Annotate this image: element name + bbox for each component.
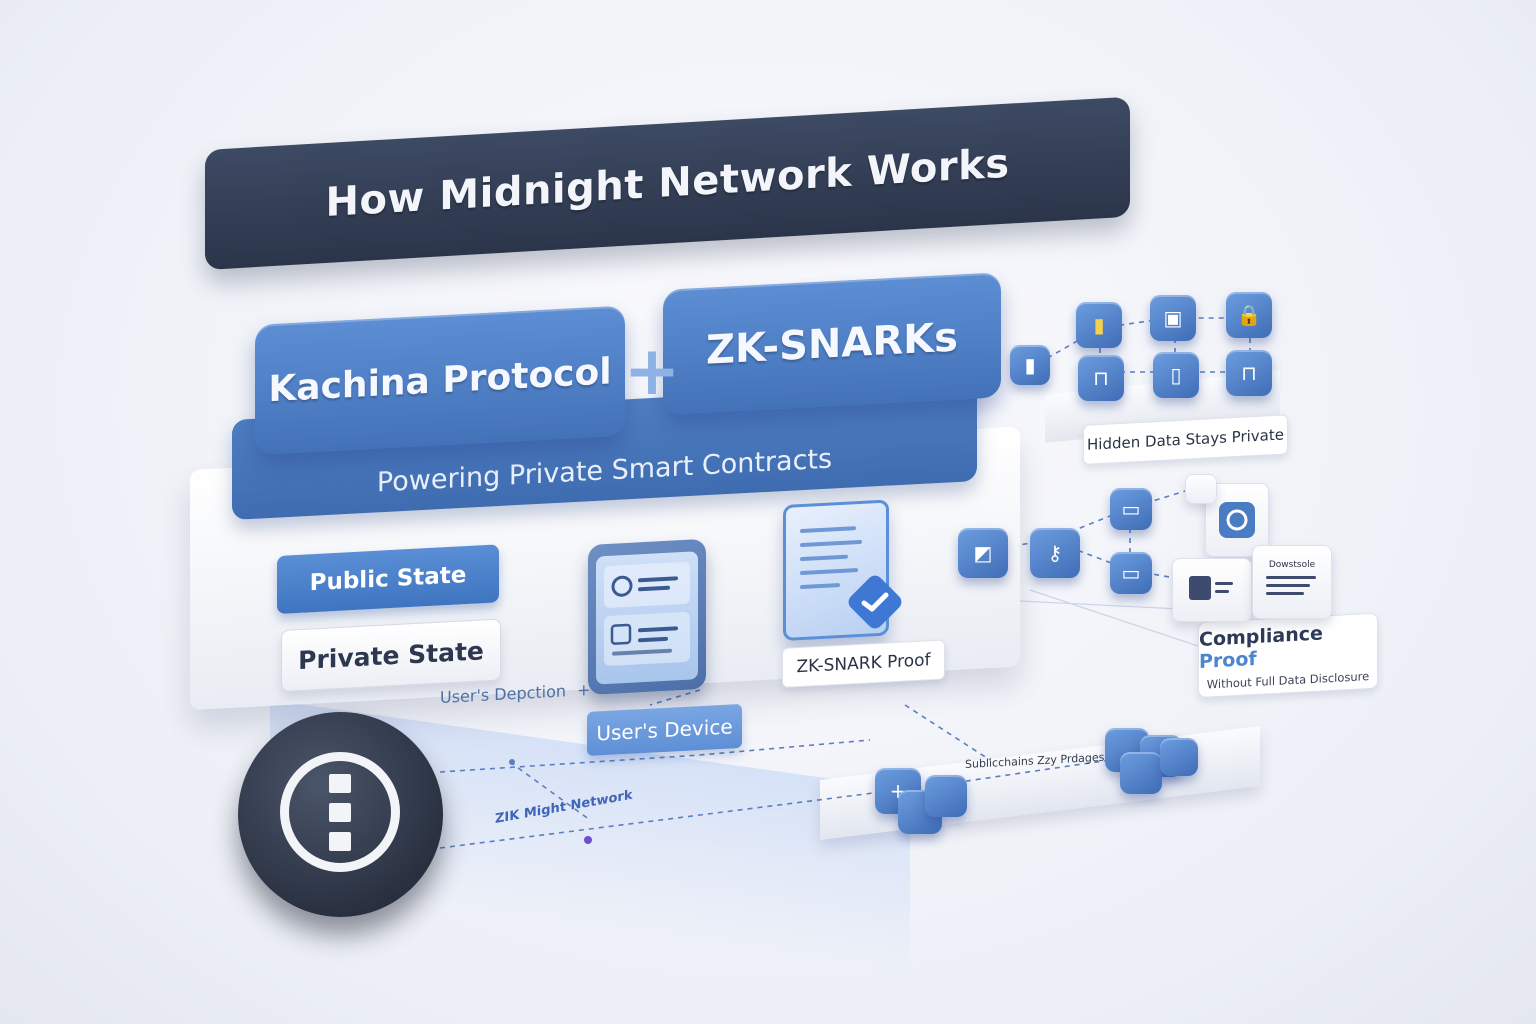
- box-icon: ▣: [1164, 308, 1183, 328]
- cube-box-icon: ▣: [1150, 295, 1196, 341]
- badge-dot-bottom: [329, 832, 351, 851]
- chain-cube-f-icon: [1120, 752, 1162, 794]
- cube-small-2-icon: ▭: [1110, 552, 1152, 594]
- folder-icon: ◩: [974, 543, 993, 563]
- depection-plus-icon: +: [577, 680, 590, 700]
- stacked-squares-logo-icon: [238, 712, 443, 917]
- cube-key-2-icon: ⚷: [1030, 528, 1080, 578]
- compliance-proof-card: Compliance Proof Without Full Data Discl…: [1198, 613, 1378, 698]
- cube-small-icon: ▭: [1110, 488, 1152, 530]
- page-title: How Midnight Network Works: [325, 141, 1009, 226]
- kachina-protocol-block: Kachina Protocol: [255, 306, 625, 455]
- zk-snark-proof-label: ZK-SNARK Proof: [782, 639, 945, 688]
- tile-text: Dowstsole: [1269, 560, 1315, 570]
- chain-cube-g-icon: [1160, 738, 1198, 776]
- lock-2-icon: ⊓: [1093, 368, 1109, 388]
- junction-dot: [509, 759, 515, 765]
- cube-lock-icon: 🔒: [1226, 292, 1272, 338]
- powering-label: Powering Private Smart Contracts: [377, 444, 832, 499]
- lock-4-icon: ⊓: [1241, 363, 1257, 383]
- kachina-label: Kachina Protocol: [268, 351, 611, 410]
- private-state-pill: Private State: [281, 618, 501, 692]
- zk-snarks-block: ZK-SNARKs: [663, 272, 1001, 415]
- key-icon: ▮: [1024, 355, 1035, 375]
- zk-snarks-label: ZK-SNARKs: [706, 314, 958, 373]
- key-2-icon: ⚷: [1048, 543, 1063, 563]
- lock-icon: 🔒: [1237, 305, 1262, 325]
- plus-icon: +: [622, 342, 682, 402]
- phone-ui-icon: [596, 551, 698, 684]
- circle-badge-icon: [1217, 500, 1257, 540]
- users-device-label: User's Device: [587, 704, 742, 756]
- chain-cube-c-icon: [925, 775, 967, 817]
- compliance-title-a: Compliance: [1199, 622, 1323, 650]
- yellow-card-icon: ▮: [1093, 315, 1104, 335]
- list-lines-icon: [1262, 570, 1322, 604]
- badge-dot-top: [329, 774, 351, 793]
- tile-small-icon: [1185, 474, 1217, 504]
- phone-screen: [596, 551, 698, 684]
- id-card-icon: [1187, 570, 1237, 610]
- tile-list-icon: Dowstsole: [1252, 545, 1332, 619]
- compliance-title: Compliance Proof: [1199, 619, 1377, 672]
- cube-folder-icon: ◩: [958, 528, 1008, 578]
- compliance-title-b: Proof: [1199, 647, 1257, 672]
- badge-dot-middle: [329, 803, 351, 822]
- cube-lock-2-icon: ⊓: [1078, 355, 1124, 401]
- cube-key-icon: ▮: [1010, 345, 1050, 385]
- badge-ring: [280, 752, 400, 872]
- minus-icon: ▭: [1122, 499, 1141, 519]
- public-state-pill: Public State: [277, 544, 499, 614]
- check-arrow-icon: [846, 573, 906, 633]
- cube-lock-4-icon: ⊓: [1226, 350, 1272, 396]
- cube-lock-3-icon: ▯: [1153, 352, 1199, 398]
- minus-2-icon: ▭: [1122, 563, 1141, 583]
- lock-3-icon: ▯: [1170, 365, 1181, 385]
- tile-id-icon: [1172, 558, 1252, 622]
- cube-card-icon: ▮: [1076, 302, 1122, 348]
- smartphone-icon: [588, 539, 706, 695]
- compliance-subtitle: Without Full Data Disclosure: [1207, 669, 1369, 692]
- network-node-dot: [584, 836, 592, 844]
